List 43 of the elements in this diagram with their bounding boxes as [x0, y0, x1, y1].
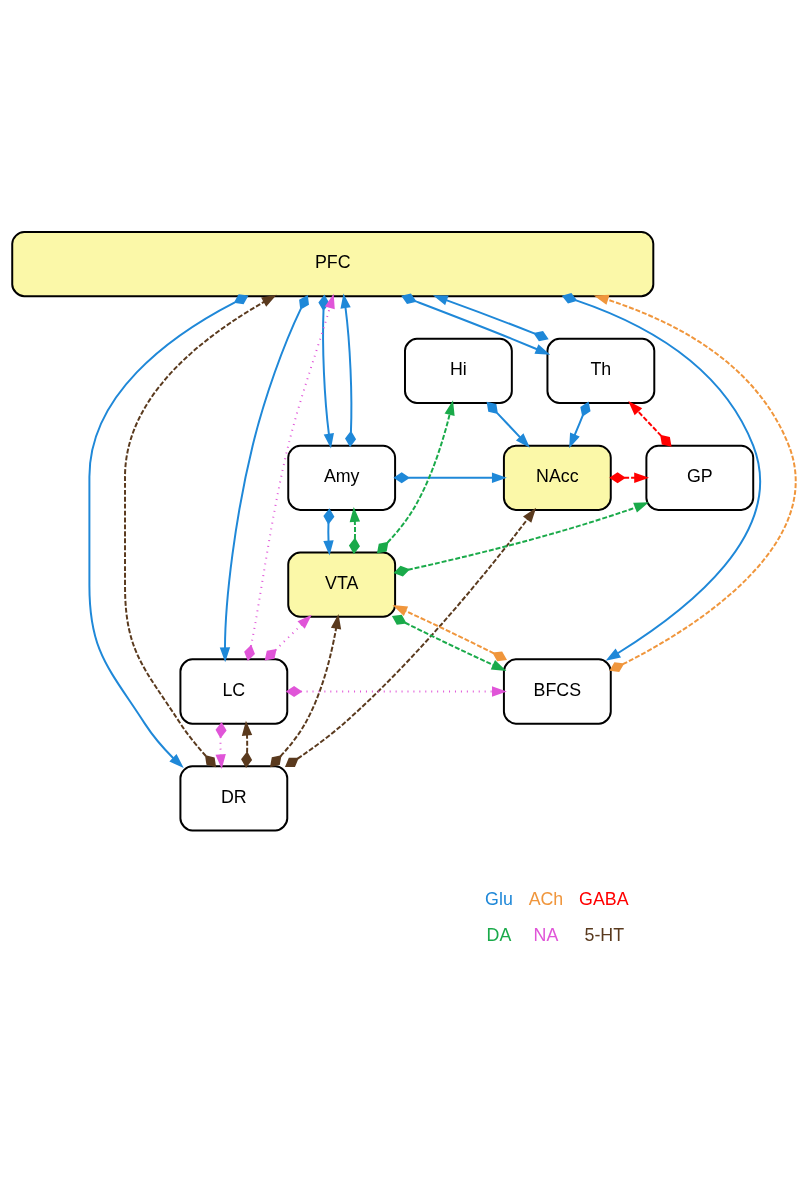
arrow	[264, 614, 312, 661]
arrow	[609, 472, 650, 484]
arrow	[244, 293, 335, 661]
arrow	[561, 293, 761, 661]
node-box: PFC	[11, 230, 655, 298]
node-box: NAcc	[502, 444, 612, 511]
arrow	[376, 400, 455, 554]
node-box: VTA	[287, 551, 397, 618]
arrow	[593, 294, 797, 673]
node-box: BFCS	[502, 658, 612, 725]
legend-label: Glu	[485, 889, 513, 910]
arrow	[628, 400, 672, 447]
arrow	[393, 502, 649, 577]
arrow	[391, 614, 507, 671]
node-box: DR	[179, 765, 289, 832]
arrow	[393, 472, 507, 484]
node-box: LC	[179, 658, 289, 725]
arrow	[392, 605, 508, 662]
legend-label: GABA	[579, 889, 629, 910]
arrow	[241, 720, 253, 768]
arrow	[88, 294, 249, 768]
arrow	[215, 721, 227, 770]
arrow	[124, 294, 277, 768]
arrow	[348, 507, 361, 555]
arrow	[569, 401, 591, 449]
legend-label: NA	[533, 924, 559, 945]
arrow	[318, 294, 334, 449]
node-box: Amy	[287, 444, 397, 511]
arrow	[269, 614, 342, 768]
arrow	[432, 295, 549, 342]
node-box: Hi	[404, 337, 513, 405]
arrow	[323, 508, 335, 556]
node-box: GP	[645, 444, 755, 511]
arrow	[219, 294, 309, 663]
arrow	[284, 507, 537, 768]
arrow	[401, 293, 551, 355]
node-box: Th	[546, 337, 656, 405]
legend-label: DA	[486, 924, 512, 945]
arrow	[285, 685, 507, 698]
legend-label: ACh	[528, 889, 564, 910]
arrow	[486, 401, 530, 448]
legend-label: 5-HT	[584, 924, 625, 945]
arrow	[340, 293, 357, 448]
